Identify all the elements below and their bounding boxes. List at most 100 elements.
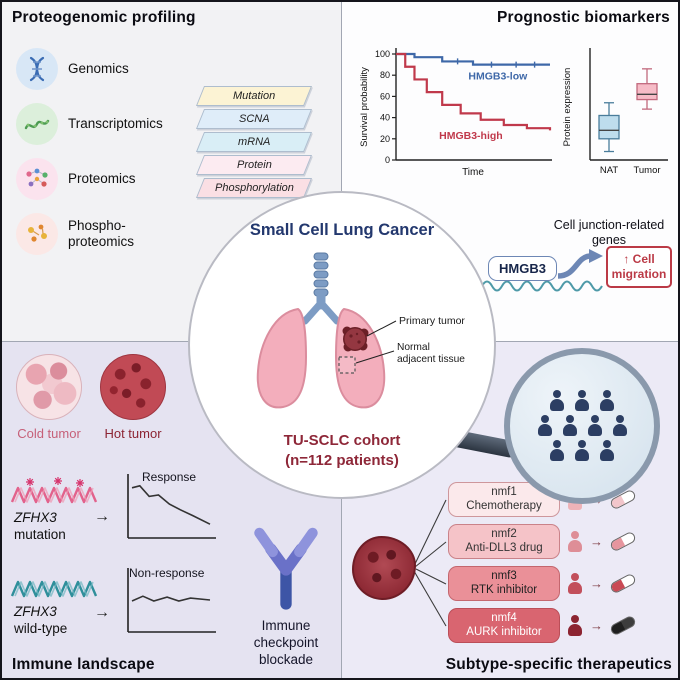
normal-tissue-label: Normal: [397, 342, 430, 353]
patient-icon: [567, 530, 583, 553]
tumor-icon: [352, 536, 416, 600]
population-row: [537, 415, 628, 437]
subtype-box: nmf4 AURK inhibitor: [448, 608, 560, 643]
category-label: Tumor: [633, 165, 660, 176]
omics-item: Transcriptomics: [16, 103, 176, 145]
omics-label: Phospho-proteomics: [68, 218, 135, 249]
data-layer-scna: SCNA: [195, 109, 313, 129]
data-layer-protein: Protein: [195, 155, 313, 175]
data-layer-mrna: mRNA: [195, 132, 313, 152]
box-Tumor: [636, 83, 658, 101]
mutation-sparkle-icon: [26, 477, 84, 487]
omics-label: Genomics: [68, 61, 129, 77]
box-NAT: [598, 114, 620, 140]
patient-icon: [567, 572, 583, 595]
leader-line: [366, 320, 397, 337]
panel-title: Proteogenomic profiling: [12, 9, 196, 26]
response-trend-chart: [127, 474, 216, 539]
subtype-row-nmf2: nmf2 Anti-DLL3 drug →: [448, 524, 638, 559]
dna-mutation-squiggle-icon: [10, 477, 98, 504]
lungs-illustration: Primary tumor Normal adjacent tissue: [256, 252, 465, 409]
person-icon: [574, 440, 590, 462]
censor-mark: [513, 61, 520, 68]
omics-list: Genomics Transcriptomics: [16, 48, 176, 268]
layer-label: mRNA: [237, 136, 271, 148]
censor-mark: [488, 61, 495, 68]
omics-label: Transcriptomics: [68, 116, 163, 132]
series-HMGB3-high: [396, 52, 552, 131]
y-tick-label: 100: [375, 49, 390, 59]
y-tick-label: 60: [380, 91, 390, 101]
pill-icon: [608, 572, 638, 595]
subtype-box: nmf2 Anti-DLL3 drug: [448, 524, 560, 559]
subtype-name: nmf3: [491, 569, 517, 582]
data-layer-stack: Mutation SCNA mRNA Protein Phosphorylati…: [195, 86, 313, 201]
cohort-label: TU-SCLC cohort (n=112 patients): [190, 431, 494, 472]
protein-network-icon: [16, 158, 58, 200]
zfhx3-wildtype-label: ZFHX3 wild-type: [14, 604, 67, 638]
phospho-icon: [16, 213, 58, 255]
layer-label: Protein: [236, 159, 272, 171]
subtype-therapy: Chemotherapy: [466, 499, 542, 512]
panel-proteogenomic-profiling: Proteogenomic profiling Genomics: [2, 2, 342, 342]
magnifier-icon: [504, 348, 660, 504]
gene-status: wild-type: [14, 620, 68, 636]
gene-status: mutation: [14, 526, 66, 542]
survival-curve-chart: 020406080100HMGB3-lowHMGB3-highTimeSurvi…: [359, 48, 552, 178]
panel-immune-landscape: Cold tumor Hot tumor ZFHX3 mutation → Re…: [2, 342, 342, 678]
primary-tumor-icon: [342, 326, 369, 352]
pill-icon: [608, 530, 638, 553]
nonresponse-trend-chart: [127, 568, 216, 633]
subtype-therapy: AURK inhibitor: [466, 625, 542, 638]
y-axis-label: Protein expression: [562, 68, 573, 147]
left-lung: [256, 307, 308, 409]
center-circle: Small Cell Lung Cancer: [188, 191, 496, 499]
subtype-rows: nmf1 Chemotherapy → nmf2 Anti-DLL3 drug …: [448, 482, 638, 650]
person-icon: [587, 415, 603, 437]
response-label: Response: [142, 470, 197, 484]
icb-label: Immune checkpoint blockade: [253, 618, 319, 667]
leader-line: [355, 350, 395, 364]
cohort-name: TU-SCLC cohort: [283, 432, 401, 449]
series-label: HMGB3-low: [468, 70, 528, 82]
category-label: NAT: [600, 165, 618, 176]
subtype-name: nmf4: [491, 611, 517, 624]
cold-tumor-label: Cold tumor: [17, 426, 81, 441]
population-row: [549, 390, 615, 412]
data-layer-phosphorylation: Phosphorylation: [195, 178, 313, 198]
subtype-therapy: RTK inhibitor: [470, 583, 538, 596]
x-axis-label: Time: [462, 167, 484, 178]
hot-tumor-icon: [100, 354, 166, 420]
gene-name: ZFHX3: [14, 510, 57, 525]
arrow-icon: [557, 249, 603, 279]
data-layer-mutation: Mutation: [195, 86, 313, 106]
hmgb3-gene-box: HMGB3: [488, 256, 557, 281]
arrow-icon: →: [94, 508, 110, 525]
arrow-icon: →: [94, 604, 110, 621]
omics-item: Genomics: [16, 48, 176, 90]
arrow-icon: →: [590, 534, 603, 549]
population-row: [549, 440, 615, 462]
person-icon: [562, 415, 578, 437]
patient-icon: [567, 614, 583, 637]
cohort-size: (n=112 patients): [285, 452, 399, 470]
y-tick-label: 0: [385, 155, 390, 165]
normal-tissue-box: [338, 356, 356, 374]
y-tick-label: 20: [380, 134, 390, 144]
series-label: HMGB3-high: [439, 130, 503, 142]
dna-wave-icon: [481, 280, 603, 292]
person-icon: [537, 415, 553, 437]
person-icon: [574, 390, 590, 412]
pill-icon: [608, 614, 638, 637]
disease-title: Small Cell Lung Cancer: [249, 221, 435, 239]
layer-label: SCNA: [238, 113, 270, 125]
person-icon: [549, 390, 565, 412]
zfhx3-mutation-label: ZFHX3 mutation: [14, 510, 66, 544]
omics-label: Proteomics: [68, 171, 136, 187]
y-tick-label: 40: [380, 113, 390, 123]
protein-expression-boxplot: NAT Tumor Protein expression: [562, 48, 668, 176]
trachea-icon: [301, 252, 341, 325]
subtype-therapy: Anti-DLL3 drug: [465, 541, 543, 554]
trend-line: [131, 595, 211, 602]
